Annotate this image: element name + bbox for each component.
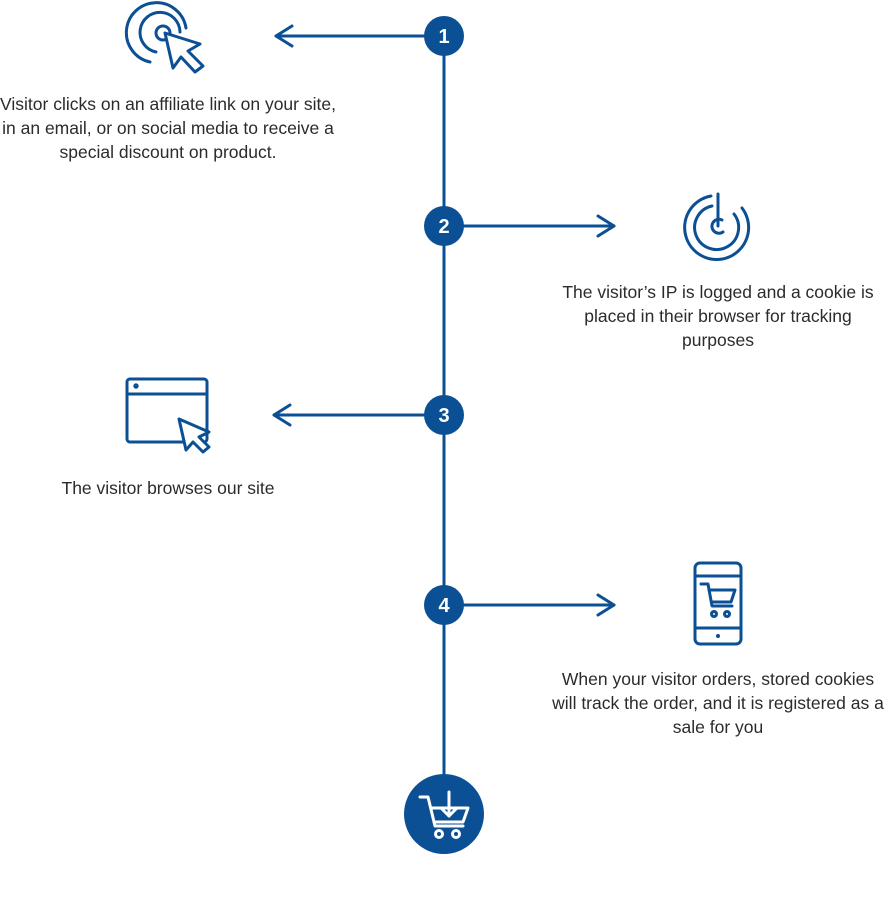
step-number-3: 3 <box>438 405 449 427</box>
step-marker-1: 1 <box>424 16 464 56</box>
click-target-icon <box>124 1 205 74</box>
step-number-2: 2 <box>438 216 449 238</box>
step-1-description: Visitor clicks on an affiliate link on y… <box>0 94 336 162</box>
step-3-description: The visitor browses our site <box>61 478 275 498</box>
step-2-description: The visitor’s IP is logged and a cookie … <box>562 282 874 350</box>
arrow-step-1 <box>274 24 446 48</box>
step-marker-3: 3 <box>424 395 464 435</box>
arrow-step-4 <box>442 593 616 617</box>
browser-window-icon <box>125 377 211 454</box>
arrow-step-2 <box>442 214 616 238</box>
step-marker-2: 2 <box>424 206 464 246</box>
arrow-step-3 <box>272 403 446 427</box>
step-marker-4: 4 <box>424 585 464 625</box>
step-number-4: 4 <box>438 595 450 617</box>
step-number-1: 1 <box>438 26 449 48</box>
mobile-cart-icon <box>693 561 743 646</box>
step-4-description: When your visitor orders, stored cookies… <box>552 669 884 737</box>
shopping-cart-icon <box>404 774 484 854</box>
tracking-radar-icon <box>683 192 751 261</box>
